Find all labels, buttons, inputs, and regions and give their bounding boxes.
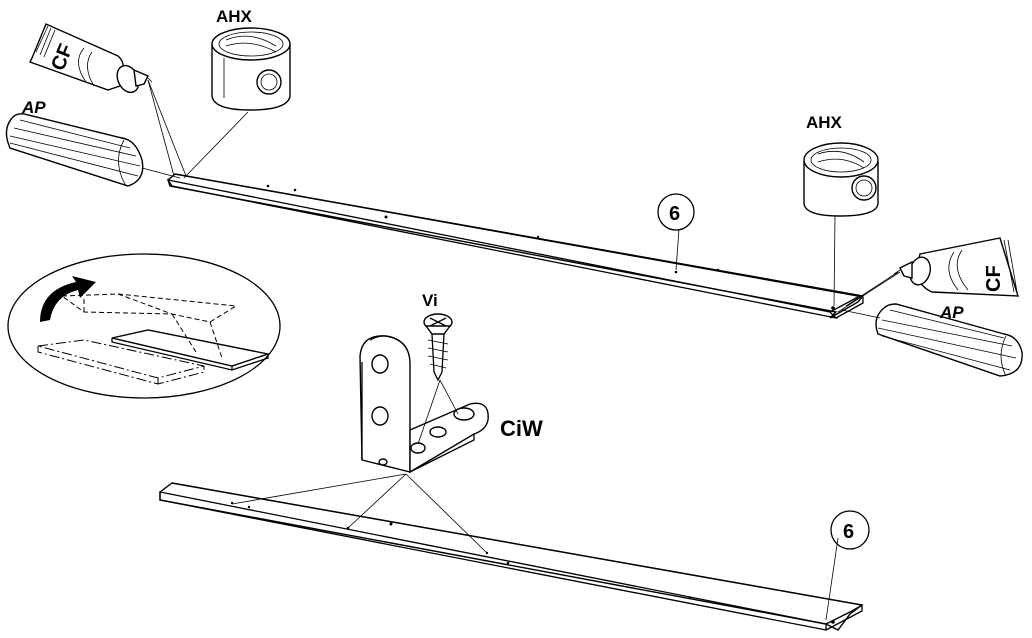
leader-lines-bottom — [231, 379, 839, 621]
glue-tube-right — [893, 237, 1019, 297]
dowel-right — [875, 303, 1023, 377]
detail-view — [7, 253, 281, 399]
bracket-label: CiW — [500, 416, 543, 441]
cam-nut-left — [211, 27, 291, 111]
screw-label: Vi — [422, 291, 438, 310]
angle-bracket — [359, 335, 489, 474]
bottom-panel — [159, 482, 864, 631]
ahx-left-label: AHX — [216, 7, 253, 26]
ahx-right-label: AHX — [806, 113, 843, 132]
screw — [423, 313, 453, 382]
part-number-bottom: 6 — [843, 521, 854, 543]
top-panel — [166, 173, 865, 320]
dowel-left — [5, 113, 144, 187]
cam-nut-right — [803, 142, 879, 217]
part-balloon-bottom — [830, 510, 870, 550]
part-balloon-top — [657, 193, 695, 231]
cf-right-label: CF — [983, 265, 1005, 292]
part-number-top: 6 — [669, 203, 680, 225]
ap-left-label: AP — [21, 98, 46, 117]
glue-tube-left — [29, 23, 153, 94]
leader-lines-top — [141, 79, 901, 319]
ap-right-label: AP — [939, 303, 964, 322]
